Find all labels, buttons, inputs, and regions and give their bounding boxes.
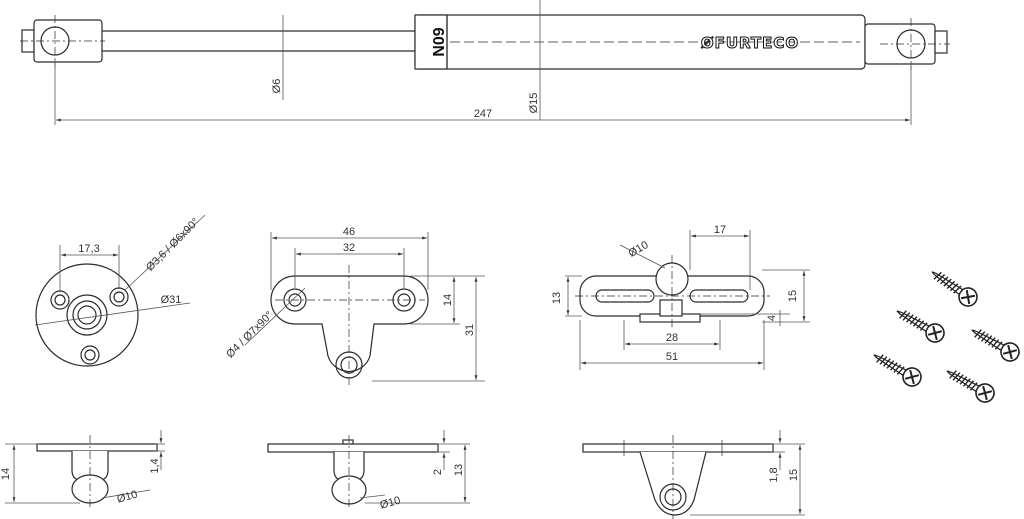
dim-spacing: 32 — [343, 242, 355, 254]
side-slot-plate: 1,8 — [768, 467, 780, 482]
dim-body-dia: Ø15 — [528, 93, 540, 114]
side-round-height: 14 — [0, 468, 12, 480]
dim-holes: Ø4 / Ø7x90° — [224, 309, 275, 360]
dim-inner: 28 — [666, 332, 678, 344]
dim-rod-dia: Ø6 — [271, 79, 283, 94]
side-slot-height: 15 — [788, 469, 800, 481]
dim-holes: Ø3,6 / Ø6x90° — [144, 216, 202, 274]
brand-logo: ØFURTECO — [701, 34, 799, 52]
side-round-ball: Ø10 — [116, 489, 139, 506]
side-flat-height: 13 — [453, 464, 465, 476]
screw-icon — [931, 271, 978, 307]
gas-spring — [20, 0, 950, 125]
spring-dimensions — [54, 0, 912, 125]
dim-width: 51 — [666, 351, 678, 363]
screw-icon — [873, 354, 922, 387]
dim-height-plate: 14 — [442, 294, 454, 306]
left-eyelet — [20, 15, 105, 68]
right-eyelet — [864, 18, 950, 70]
dim-half: 17 — [714, 224, 726, 236]
side-flat-plate: 2 — [432, 469, 444, 475]
force-label: 60N — [429, 27, 446, 56]
dim-thickness: 4 — [766, 315, 778, 321]
screw-icon — [971, 329, 1020, 362]
flat-side-view — [267, 430, 470, 510]
dim-outer: Ø31 — [161, 294, 182, 306]
cylinder-body — [414, 14, 866, 70]
dim-width: 46 — [343, 226, 355, 238]
screws — [873, 271, 1020, 403]
piston-rod — [102, 30, 415, 52]
dim-height-left: 13 — [551, 292, 563, 304]
screw-icon — [946, 370, 995, 403]
dim-length: 247 — [474, 108, 492, 120]
dim-ball: Ø10 — [626, 239, 650, 260]
round-side-view — [5, 430, 165, 510]
side-round-plate: 1,4 — [149, 458, 161, 473]
flat-bracket — [244, 232, 485, 385]
side-flat-ball: Ø10 — [379, 495, 402, 512]
dim-spacing: 17,3 — [78, 243, 99, 255]
dim-height-total: 31 — [464, 324, 476, 336]
dim-height-right: 15 — [787, 290, 799, 302]
screw-icon — [896, 310, 945, 343]
slot-side-view — [582, 430, 805, 519]
slot-bracket — [565, 230, 810, 370]
round-bracket — [34, 214, 206, 367]
